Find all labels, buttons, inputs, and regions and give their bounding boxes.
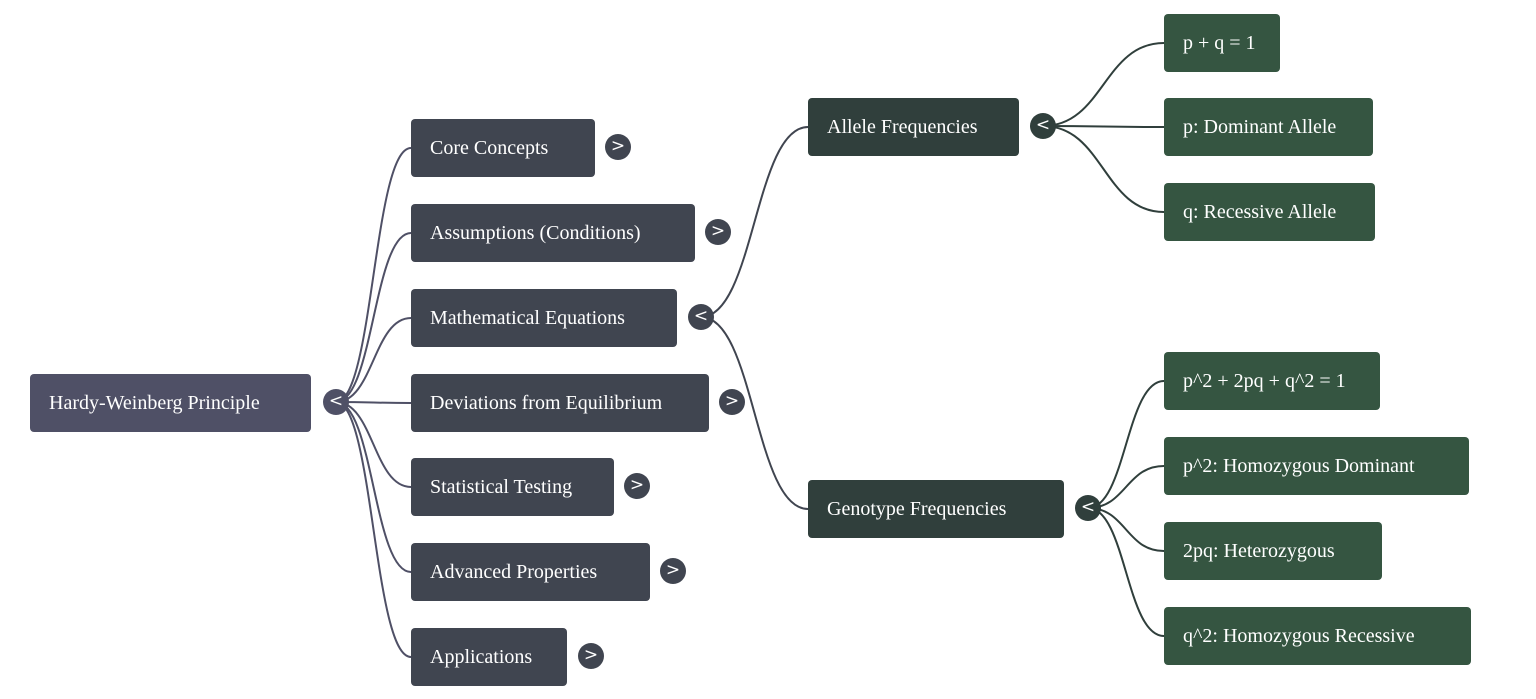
root-connector: [335, 401, 412, 658]
branch-deviations[interactable]: Deviations from Equilibrium: [411, 374, 709, 432]
sub-branch-label: Allele Frequencies: [827, 116, 978, 138]
sub-branch-allele-frequencies[interactable]: Allele Frequencies: [808, 98, 1019, 156]
allele-connectors: [1042, 42, 1165, 213]
leaf-label: p + q = 1: [1183, 32, 1256, 54]
equations-connector: [700, 126, 809, 318]
allele-connector: [1042, 125, 1165, 213]
equations-connectors: [700, 126, 809, 510]
statistical-testing-expand-toggle[interactable]: >: [624, 473, 650, 499]
branch-assumptions[interactable]: Assumptions (Conditions): [411, 204, 695, 262]
leaf-homozygous-dominant[interactable]: p^2: Homozygous Dominant: [1164, 437, 1469, 495]
leaf-genotype-equation[interactable]: p^2 + 2pq + q^2 = 1: [1164, 352, 1380, 410]
branch-label: Mathematical Equations: [430, 307, 625, 329]
core-concepts-expand-toggle[interactable]: >: [605, 134, 631, 160]
leaf-heterozygous[interactable]: 2pq: Heterozygous: [1164, 522, 1382, 580]
assumptions-expand-toggle[interactable]: >: [705, 219, 731, 245]
branch-statistical-testing[interactable]: Statistical Testing: [411, 458, 614, 516]
genotype-connector: [1087, 507, 1165, 637]
branch-label: Advanced Properties: [430, 561, 598, 583]
branch-mathematical-equations[interactable]: Mathematical Equations: [411, 289, 677, 347]
root-node-label: Hardy-Weinberg Principle: [49, 392, 260, 414]
branch-label: Deviations from Equilibrium: [430, 392, 663, 414]
applications-expand-toggle[interactable]: >: [578, 643, 604, 669]
allele-connector: [1042, 42, 1165, 127]
branch-label: Statistical Testing: [430, 476, 573, 498]
branch-advanced-properties[interactable]: Advanced Properties: [411, 543, 650, 601]
branch-applications[interactable]: Applications: [411, 628, 567, 686]
leaf-label: q^2: Homozygous Recessive: [1183, 625, 1415, 647]
leaf-label: p^2: Homozygous Dominant: [1183, 455, 1415, 477]
sub-branch-genotype-frequencies[interactable]: Genotype Frequencies: [808, 480, 1064, 538]
leaf-dominant-allele[interactable]: p: Dominant Allele: [1164, 98, 1373, 156]
leaf-homozygous-recessive[interactable]: q^2: Homozygous Recessive: [1164, 607, 1471, 665]
root-node[interactable]: Hardy-Weinberg Principle: [30, 374, 311, 432]
genotype-frequencies-collapse-toggle[interactable]: <: [1075, 495, 1101, 521]
branch-label: Applications: [430, 646, 533, 668]
root-connector: [335, 317, 412, 403]
genotype-connector: [1087, 507, 1165, 552]
equations-connector: [700, 316, 809, 510]
leaf-label: q: Recessive Allele: [1183, 201, 1337, 223]
leaf-label: p^2 + 2pq + q^2 = 1: [1183, 370, 1346, 392]
root-connector: [335, 232, 412, 403]
branch-label: Core Concepts: [430, 137, 549, 159]
root-collapse-toggle[interactable]: <: [323, 389, 349, 415]
leaf-recessive-allele[interactable]: q: Recessive Allele: [1164, 183, 1375, 241]
deviations-expand-toggle[interactable]: >: [719, 389, 745, 415]
root-connector: [335, 147, 412, 403]
branch-label: Assumptions (Conditions): [430, 222, 641, 244]
allele-frequencies-collapse-toggle[interactable]: <: [1030, 113, 1056, 139]
genotype-connector: [1087, 380, 1165, 509]
leaf-label: 2pq: Heterozygous: [1183, 540, 1335, 562]
mathematical-equations-collapse-toggle[interactable]: <: [688, 304, 714, 330]
leaf-label: p: Dominant Allele: [1183, 116, 1337, 138]
root-connector: [335, 401, 412, 573]
advanced-properties-expand-toggle[interactable]: >: [660, 558, 686, 584]
allele-connector: [1042, 125, 1165, 128]
root-connector: [335, 401, 412, 488]
branch-core-concepts[interactable]: Core Concepts: [411, 119, 595, 177]
sub-branch-label: Genotype Frequencies: [827, 498, 1007, 520]
leaf-p-plus-q[interactable]: p + q = 1: [1164, 14, 1280, 72]
